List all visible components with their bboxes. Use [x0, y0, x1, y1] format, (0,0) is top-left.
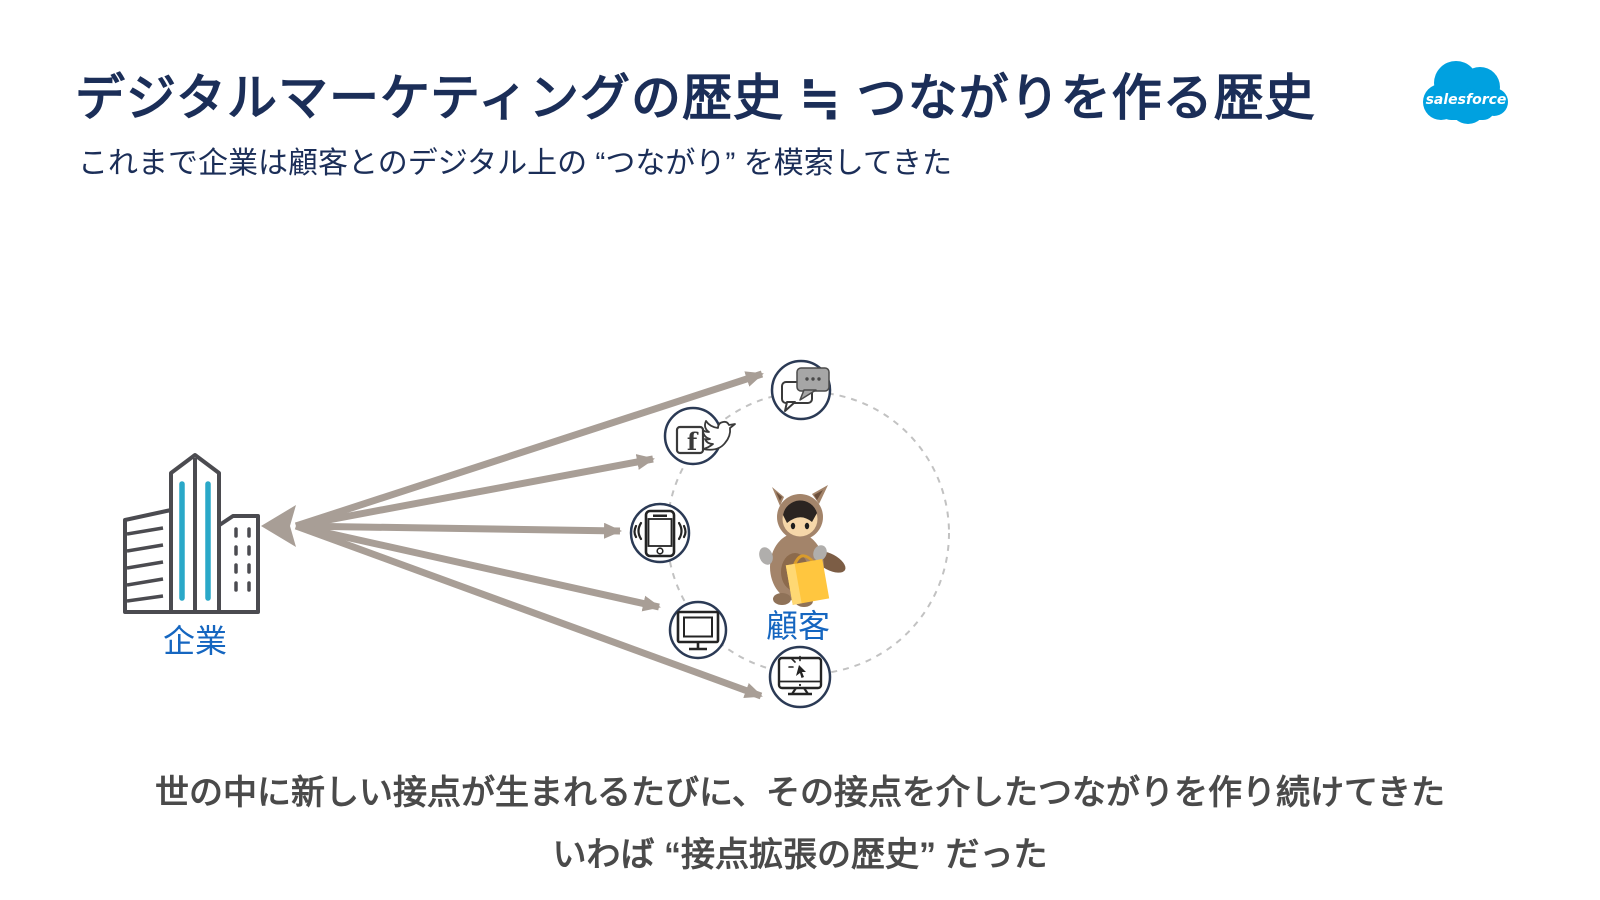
salesforce-logo-text: salesforce [1426, 92, 1507, 108]
facebook-icon: f [675, 425, 705, 456]
arrow-to-chat [294, 370, 764, 530]
svg-text:f: f [687, 427, 699, 456]
arrowhead-to-company [261, 505, 296, 547]
company-label: 企業 [162, 623, 227, 659]
monitor-touchpoint [668, 600, 728, 660]
chat-touchpoint [770, 359, 832, 421]
twitter-bird-icon [702, 420, 736, 451]
astro-mascot-illustration [759, 485, 846, 607]
customer-label: 顧客 [765, 608, 830, 644]
page-title: デジタルマーケティングの歴史 ≒ つながりを作る歴史 [75, 70, 1316, 126]
desktop-touchpoint [768, 645, 832, 709]
salesforce-logo: salesforce [1412, 52, 1522, 142]
connection-arrows [261, 370, 764, 700]
smartphone-touchpoint [629, 502, 691, 564]
arrow-to-smartphone [295, 522, 622, 539]
chat-icon [781, 367, 830, 412]
arrow-to-desktop [294, 522, 763, 700]
salesforce-cloud-icon: salesforce [1423, 61, 1508, 124]
shopping-bag [785, 554, 830, 605]
arrow-to-social [295, 454, 655, 530]
smartphone-icon [633, 509, 687, 558]
footer-message-line2: いわば “接点拡張の歴史” だった [552, 836, 1048, 874]
company-building-icon [123, 453, 260, 614]
footer-message-line1: 世の中に新しい接点が生まれるたびに、その接点を介したつながりを作り続けてきた [155, 774, 1445, 812]
arrow-to-monitor [295, 522, 661, 612]
monitor-icon [676, 610, 720, 651]
cursor-click-glyph [788, 655, 806, 678]
desktop-click-icon [777, 655, 823, 696]
social-touchpoint: f [663, 406, 736, 466]
page-subtitle: これまで企業は顧客とのデジタル上の “つながり” を模索してきた [78, 147, 952, 180]
